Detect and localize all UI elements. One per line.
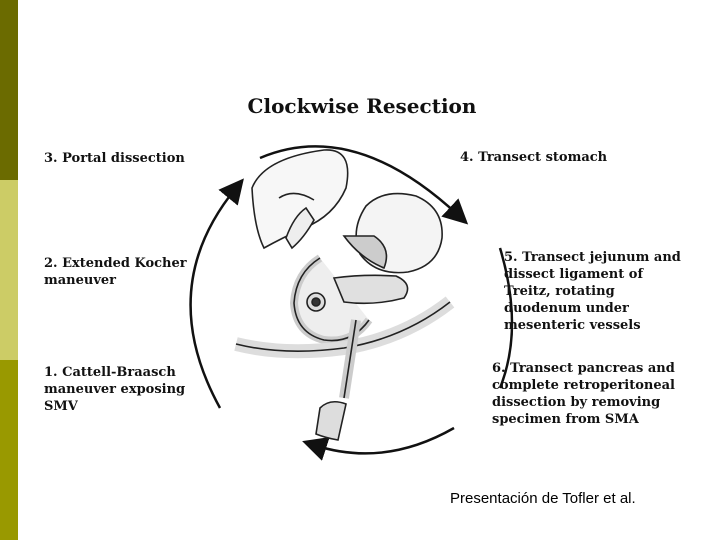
step-transect-pancreas: 6. Transect pancreas and complete retrop… [492, 361, 675, 427]
anatomy-sketch [234, 149, 455, 441]
arrow-bottom [302, 426, 455, 461]
step-portal-dissection: 3. Portal dissection [44, 151, 185, 166]
step-extended-kocher: 2. Extended Kocher maneuver [44, 256, 187, 288]
arrow-left [189, 178, 244, 409]
arrow-top [259, 145, 469, 225]
accent-bar-olive [0, 360, 18, 540]
arrow-right [498, 247, 514, 389]
accent-bar-light [0, 180, 18, 360]
step-transect-stomach: 4. Transect stomach [460, 150, 608, 165]
step-cattell-braasch: 1. Cattell-Braasch maneuver exposing SMV [44, 365, 186, 414]
accent-bar-dark [0, 0, 18, 180]
diagram-title: Clockwise Resection [247, 94, 477, 118]
resection-diagram: Clockwise Resection [24, 88, 700, 478]
credit-caption: Presentación de Tofler et al. [450, 490, 636, 507]
step-transect-jejunum: 5. Transect jejunum and dissect ligament… [504, 250, 681, 333]
diagram-illustration [189, 145, 514, 461]
cycle-arrows [189, 145, 514, 461]
